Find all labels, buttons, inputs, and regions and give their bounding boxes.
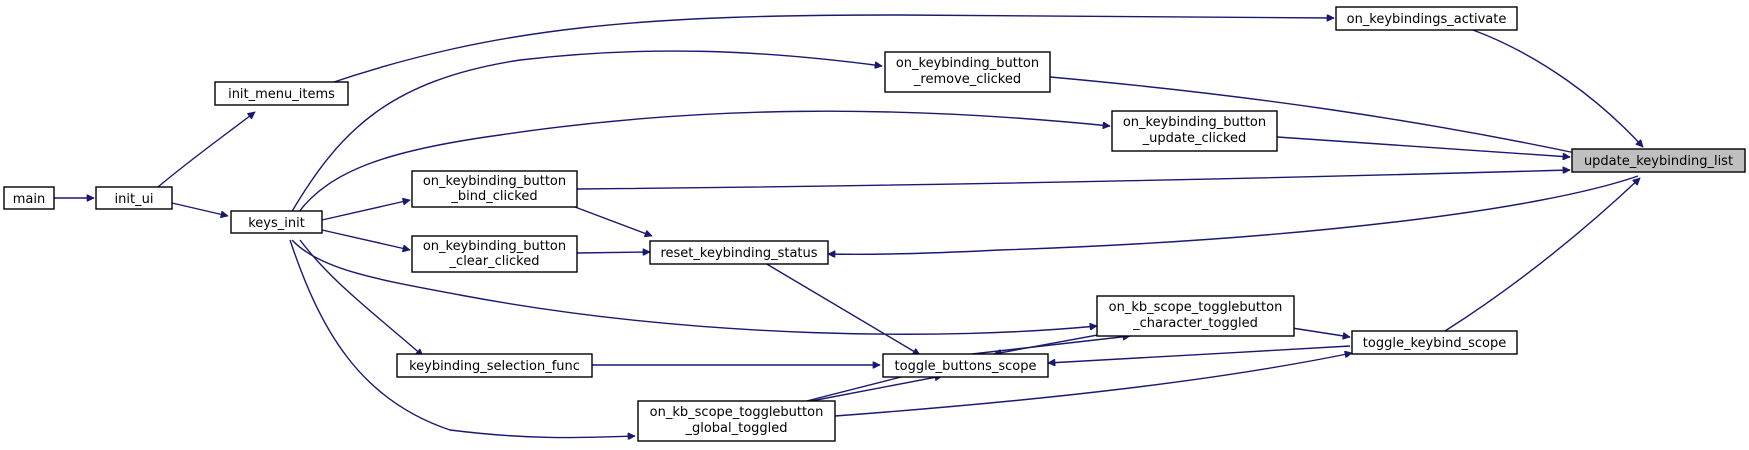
node-label: init_menu_items	[228, 87, 335, 102]
node-label-line2: _remove_clicked	[913, 72, 1021, 87]
edge-character-toggled-to-keybind-scope	[1291, 327, 1350, 337]
edge-bind-clicked-to-reset-status	[574, 206, 652, 236]
edge-activate-to-update-list	[1472, 29, 1643, 147]
node-label: on_keybindings_activate	[1347, 12, 1507, 27]
edge-buttons-scope-to-character-toggled	[971, 336, 1130, 355]
node-reset-status[interactable]: reset_keybinding_status	[649, 240, 829, 265]
edge-bind-clicked-to-update-list	[576, 170, 1570, 190]
edge-remove-clicked-to-update-list	[1049, 76, 1585, 155]
edge-reset-status-to-buttons-scope	[764, 262, 920, 356]
node-buttons-scope[interactable]: toggle_buttons_scope	[882, 353, 1049, 378]
node-clear-clicked[interactable]: on_keybinding_button _clear_clicked	[411, 235, 578, 273]
edge-clear-clicked-to-reset-status	[574, 252, 650, 253]
edge-global-toggled-to-keybind-scope	[834, 353, 1352, 417]
node-label-line2: _global_toggled	[684, 421, 787, 436]
node-activate[interactable]: on_keybindings_activate	[1335, 6, 1518, 31]
edge-update-clicked-to-update-list	[1276, 136, 1570, 157]
node-bind-clicked[interactable]: on_keybinding_button _bind_clicked	[411, 170, 578, 208]
node-global-toggled[interactable]: on_kb_scope_togglebutton _global_toggled	[637, 400, 836, 442]
node-label: keys_init	[248, 216, 305, 231]
node-label: update_keybinding_list	[1584, 154, 1733, 169]
node-keys-init[interactable]: keys_init	[230, 210, 323, 234]
edge-keys-init-to-remove-clicked	[290, 50, 882, 214]
edge-init-menu-items-to-activate	[324, 14, 1334, 86]
edges-layer	[54, 14, 1643, 438]
node-selection-func[interactable]: keybinding_selection_func	[396, 353, 593, 378]
node-label: init_ui	[115, 192, 154, 207]
node-label-line2: _update_clicked	[1142, 131, 1247, 146]
node-label-line2: _clear_clicked	[449, 254, 540, 269]
node-label: toggle_buttons_scope	[895, 359, 1037, 374]
node-update-keybinding-list[interactable]: update_keybinding_list	[1571, 148, 1746, 173]
edge-keys-init-to-clear-clicked	[321, 229, 410, 250]
node-label: keybinding_selection_func	[409, 359, 580, 374]
node-label-line1: on_kb_scope_togglebutton	[650, 405, 824, 420]
node-label-line1: on_keybinding_button	[423, 239, 566, 254]
node-keybind-scope[interactable]: toggle_keybind_scope	[1351, 330, 1518, 355]
edge-init-ui-to-keys-init	[171, 202, 228, 216]
node-remove-clicked[interactable]: on_keybinding_button _remove_clicked	[884, 51, 1051, 93]
edge-keys-init-to-character-toggled	[291, 239, 1097, 335]
edge-update-list-to-reset-status	[828, 175, 1639, 254]
node-label-line2: _character_toggled	[1132, 316, 1258, 331]
node-init-menu-items[interactable]: init_menu_items	[214, 81, 349, 106]
edge-keys-init-to-bind-clicked	[321, 200, 410, 221]
node-label: main	[13, 192, 45, 207]
edge-keys-init-to-update-clicked	[297, 110, 1110, 214]
edge-keys-init-to-global-toggled	[289, 239, 635, 438]
node-label: reset_keybinding_status	[660, 246, 817, 261]
edge-keys-init-to-selection-func	[299, 239, 423, 357]
node-label-line2: _bind_clicked	[450, 189, 537, 204]
edge-keybind-scope-to-buttons-scope	[1048, 345, 1351, 363]
node-label-line1: on_keybinding_button	[896, 56, 1039, 71]
edge-keybind-scope-to-update-list	[1444, 178, 1640, 332]
node-label-line1: on_keybinding_button	[1123, 115, 1266, 130]
node-update-clicked[interactable]: on_keybinding_button _update_clicked	[1111, 110, 1278, 152]
node-character-toggled[interactable]: on_kb_scope_togglebutton _character_togg…	[1096, 295, 1295, 337]
node-init-ui[interactable]: init_ui	[95, 186, 173, 210]
node-label-line1: on_kb_scope_togglebutton	[1109, 300, 1283, 315]
nodes-layer: main init_ui init_menu_items keys_init o…	[3, 6, 1746, 442]
edge-global-toggled-to-buttons-scope	[805, 376, 942, 403]
node-label: toggle_keybind_scope	[1363, 336, 1506, 351]
node-label-line1: on_keybinding_button	[423, 174, 566, 189]
edge-init-ui-to-init-menu-items	[157, 111, 255, 188]
node-main[interactable]: main	[3, 186, 55, 210]
